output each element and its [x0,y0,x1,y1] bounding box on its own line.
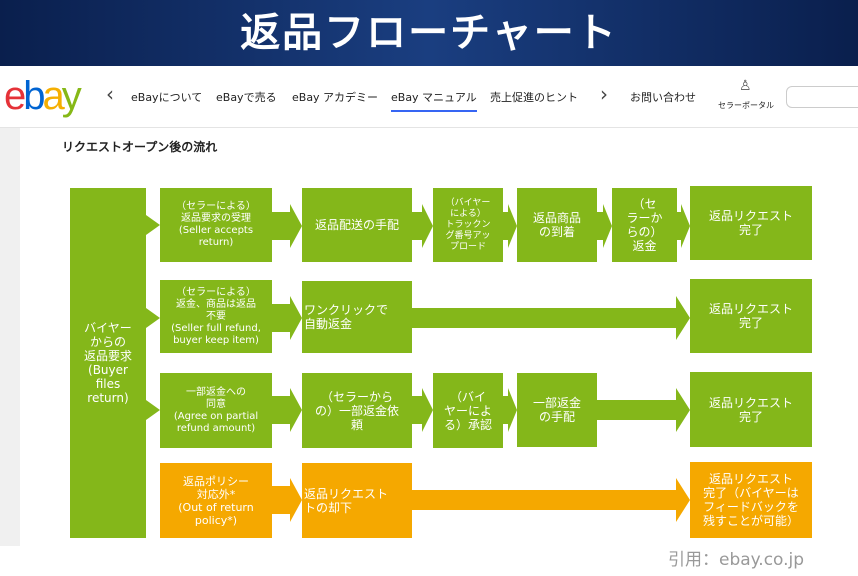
arrow [677,204,690,248]
nav-item-academy[interactable]: eBay アカデミー [292,91,379,104]
arrow [503,388,517,432]
chevron-right-icon[interactable]: › [600,82,608,106]
flow-box: 返品商品 の到着 [517,188,597,262]
nav-item-manual[interactable]: eBay マニュアル [391,89,477,112]
nav-item-contact[interactable]: お問い合わせ [630,91,696,104]
flow-box: （セラーから の）一部返金依 頼 [302,373,412,448]
buyer-files-return-box: バイヤー からの 返品要求 (Buyer files return) [70,188,146,538]
arrow [412,296,690,340]
seller-portal-link[interactable]: セラーポータル [718,101,774,110]
flow-box: ワンクリックで 自動返金 [302,281,412,353]
flow-box: （セ ラーか らの） 返金 [612,188,677,262]
top-nav: ebay ‹ eBayについて eBayで売る eBay アカデミー eBay … [0,66,858,128]
arrow [503,204,517,248]
citation: 引用：ebay.co.jp [668,550,805,570]
section-title: リクエストオープン後の流れ [62,140,218,154]
flow-box: （バイ ヤーによ る）承認 [433,373,503,448]
arrow [412,478,690,522]
flow-box: 返品リクエスト 完了 [690,279,812,353]
arrow [272,204,302,248]
side-strip [0,128,20,546]
arrow [412,388,433,432]
user-icon[interactable]: ♙ [739,78,752,94]
arrow [146,400,160,420]
nav-item-tips[interactable]: 売上促進のヒント [490,91,578,104]
flow-box: （セラーによる） 返金、商品は返品 不要 (Seller full refund… [160,280,272,353]
arrow [597,204,612,248]
chevron-left-icon[interactable]: ‹ [106,82,114,106]
flow-box: 返品リクエスト 完了 [690,372,812,447]
arrow [272,388,302,432]
flow-box: 一部返金への 同意 (Agree on partial refund amoun… [160,373,272,448]
banner-title: 返品フローチャート [0,0,858,66]
arrow [412,204,433,248]
arrow [146,308,160,328]
flow-box: （バイヤー による） トラックン グ番号アッ プロード [433,188,503,262]
ebay-logo[interactable]: ebay [4,74,82,118]
flow-box: （セラーによる） 返品要求の受理 (Seller accepts return) [160,188,272,262]
flow-box: 返品配送の手配 [302,188,412,262]
flow-box: 返品リクエスト 完了（バイヤーは フィードバックを 残すことが可能） [690,462,812,538]
nav-item-about[interactable]: eBayについて [131,91,203,104]
arrow [597,388,690,432]
arrow [146,215,160,235]
flow-box: 一部返金 の手配 [517,373,597,447]
search-input[interactable] [786,86,858,108]
nav-item-sell[interactable]: eBayで売る [216,91,277,104]
arrow [272,296,302,340]
flow-box: 返品リクエスト 完了 [690,186,812,260]
flow-box: 返品ポリシー 対応外* (Out of return policy*) [160,463,272,538]
flow-box: 返品リクエスト トの却下 [302,463,412,538]
arrow [272,478,302,522]
